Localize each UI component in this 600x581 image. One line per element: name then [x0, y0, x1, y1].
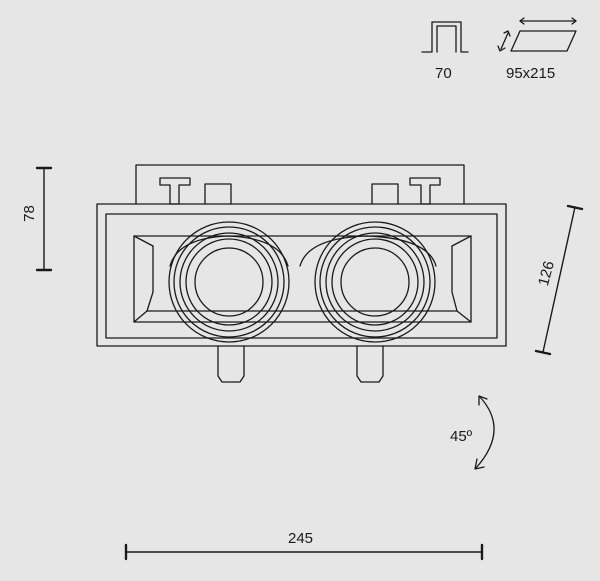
recess-depth-icon [421, 21, 469, 53]
tilt-arrow [474, 395, 495, 470]
width-label: 245 [288, 530, 314, 547]
depth-dimension [534, 204, 584, 356]
cutout-size-icon [497, 17, 577, 52]
recess-depth-label: 70 [435, 65, 452, 82]
height-label: 78 [20, 205, 38, 222]
luminaire-drawing [96, 164, 507, 383]
height-dimension [35, 166, 53, 272]
tilt-angle-label: 45º [450, 428, 473, 445]
cutout-size-label: 95x215 [506, 65, 556, 82]
width-dimension [124, 543, 484, 561]
